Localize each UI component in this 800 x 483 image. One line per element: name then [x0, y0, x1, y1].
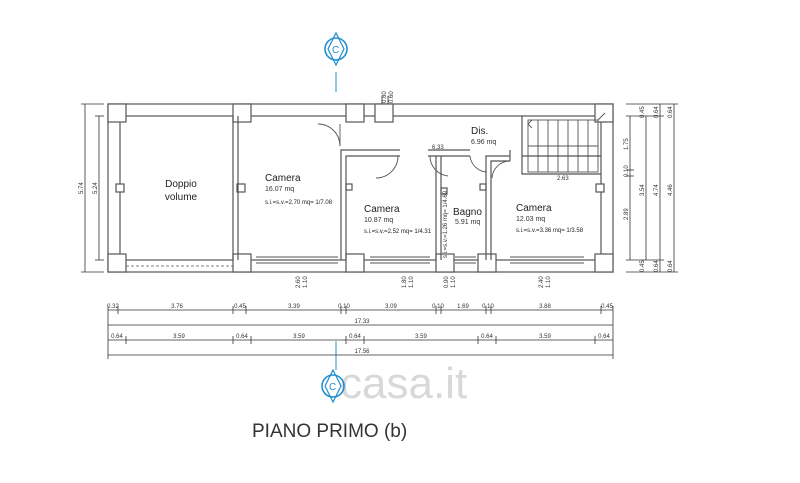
top-window-dim-2: 0.60 [389, 91, 395, 103]
dim-r3-7: 3.59 [539, 334, 551, 340]
right-mid-dim-0: 0.45 [640, 106, 646, 118]
dim-r1-5: 3.09 [385, 304, 397, 310]
dim-r1-3: 3.39 [288, 304, 300, 310]
staircase [527, 112, 606, 173]
dim-r3-1: 3.59 [173, 334, 185, 340]
right-far-dim-2: 0.64 [654, 260, 660, 272]
dim-r3-5: 3.59 [415, 334, 427, 340]
corridor-width-label: 6.33 [432, 145, 444, 151]
right-dimension-lines [626, 103, 678, 273]
section-marker-bottom-letter: C [329, 382, 336, 393]
section-marker-top-letter: C [332, 45, 339, 56]
room-camera3-name: Camera [516, 203, 552, 214]
right-mid-dim-1: 3.54 [640, 184, 646, 196]
room-camera3-ratio: s.i.=s.v.=3.36 mq= 1/3.58 [516, 228, 584, 234]
right-far-dim-0: 0.64 [654, 106, 660, 118]
window-4-width: 2.40 [539, 276, 545, 288]
section-marker-top: C [324, 31, 348, 92]
dim-r3-4: 0.64 [349, 334, 361, 340]
room-camera1-name: Camera [265, 173, 301, 184]
room-camera2-name: Camera [364, 204, 400, 215]
room-camera3-area: 12.03 mq [516, 216, 545, 223]
dim-r3-6: 0.64 [481, 334, 493, 340]
room-doppio-name-2: volume [165, 192, 198, 203]
dim-r1-1: 3.76 [171, 304, 183, 310]
bottom-dimension-lines [107, 306, 614, 359]
room-doppio-name-1: Doppio [165, 179, 197, 190]
dim-r3-2: 0.64 [236, 334, 248, 340]
window-2-width: 1.80 [402, 276, 408, 288]
right-outer-dim-2: 0.64 [668, 260, 674, 272]
dim-r3-8: 0.64 [598, 334, 610, 340]
right-outer-dim-1: 4.46 [668, 184, 674, 196]
plan-title: PIANO PRIMO (b) [252, 421, 407, 442]
room-bagno-name: Bagno [453, 207, 482, 218]
right-mid-dim-2: 0.45 [640, 260, 646, 272]
dim-r1-10: 0.45 [601, 304, 613, 310]
bagno-ratio-label: s.i.=s.v.=1.26 mq= 1/4.69 [443, 190, 449, 258]
right-near-dim-1: 0.10 [624, 165, 630, 177]
window-4-height: 1.10 [546, 276, 552, 288]
room-dis-area: 6.96 mq [471, 139, 496, 146]
window-1-width: 2.60 [296, 276, 302, 288]
window-1-height: 1.10 [303, 276, 309, 288]
room-camera1-ratio: s.i.=s.v.=2.70 mq= 1/7.08 [265, 200, 333, 206]
left-dim-outer: 5.74 [79, 182, 85, 194]
top-window-dim-1: 0.80 [382, 91, 388, 103]
room-camera2-ratio: s.i.=s.v.=2.52 mq= 1/4.31 [364, 229, 432, 235]
dim-r1-7: 1.69 [457, 304, 469, 310]
room-dis-name: Dis. [471, 126, 488, 137]
right-far-dim-1: 4.74 [654, 184, 660, 196]
dim-r3-0: 0.64 [111, 334, 123, 340]
right-near-dim-0: 1.75 [624, 138, 630, 150]
dim-r3-3: 3.59 [293, 334, 305, 340]
left-dimension-lines [81, 103, 104, 273]
dim-r1-4: 0.10 [338, 304, 350, 310]
dim-r1-8: 0.10 [482, 304, 494, 310]
room-camera1-area: 16.07 mq [265, 186, 294, 193]
watermark-text: casa.it [340, 359, 467, 408]
dim-r1-0: 0.32 [107, 304, 119, 310]
dim-r2-total: 17.33 [354, 319, 370, 325]
left-dim-inner: 5.24 [93, 182, 99, 194]
stair-width-label: 2.63 [557, 176, 569, 182]
dim-r1-2: 0.45 [234, 304, 246, 310]
dim-r4-total: 17.56 [354, 349, 370, 355]
section-marker-bottom: C [321, 341, 345, 404]
windows [256, 96, 584, 264]
right-near-dim-2: 2.89 [624, 208, 630, 220]
room-camera2-area: 10.87 mq [364, 217, 393, 224]
dim-r1-6: 0.10 [432, 304, 444, 310]
room-bagno-area: 5.91 mq [455, 219, 480, 226]
window-2-height: 1.10 [409, 276, 415, 288]
dim-r1-9: 3.88 [539, 304, 551, 310]
door-swings [317, 123, 511, 179]
window-3-height: 1.10 [451, 276, 457, 288]
right-outer-dim-0: 0.64 [668, 106, 674, 118]
window-3-width: 0.90 [444, 276, 450, 288]
